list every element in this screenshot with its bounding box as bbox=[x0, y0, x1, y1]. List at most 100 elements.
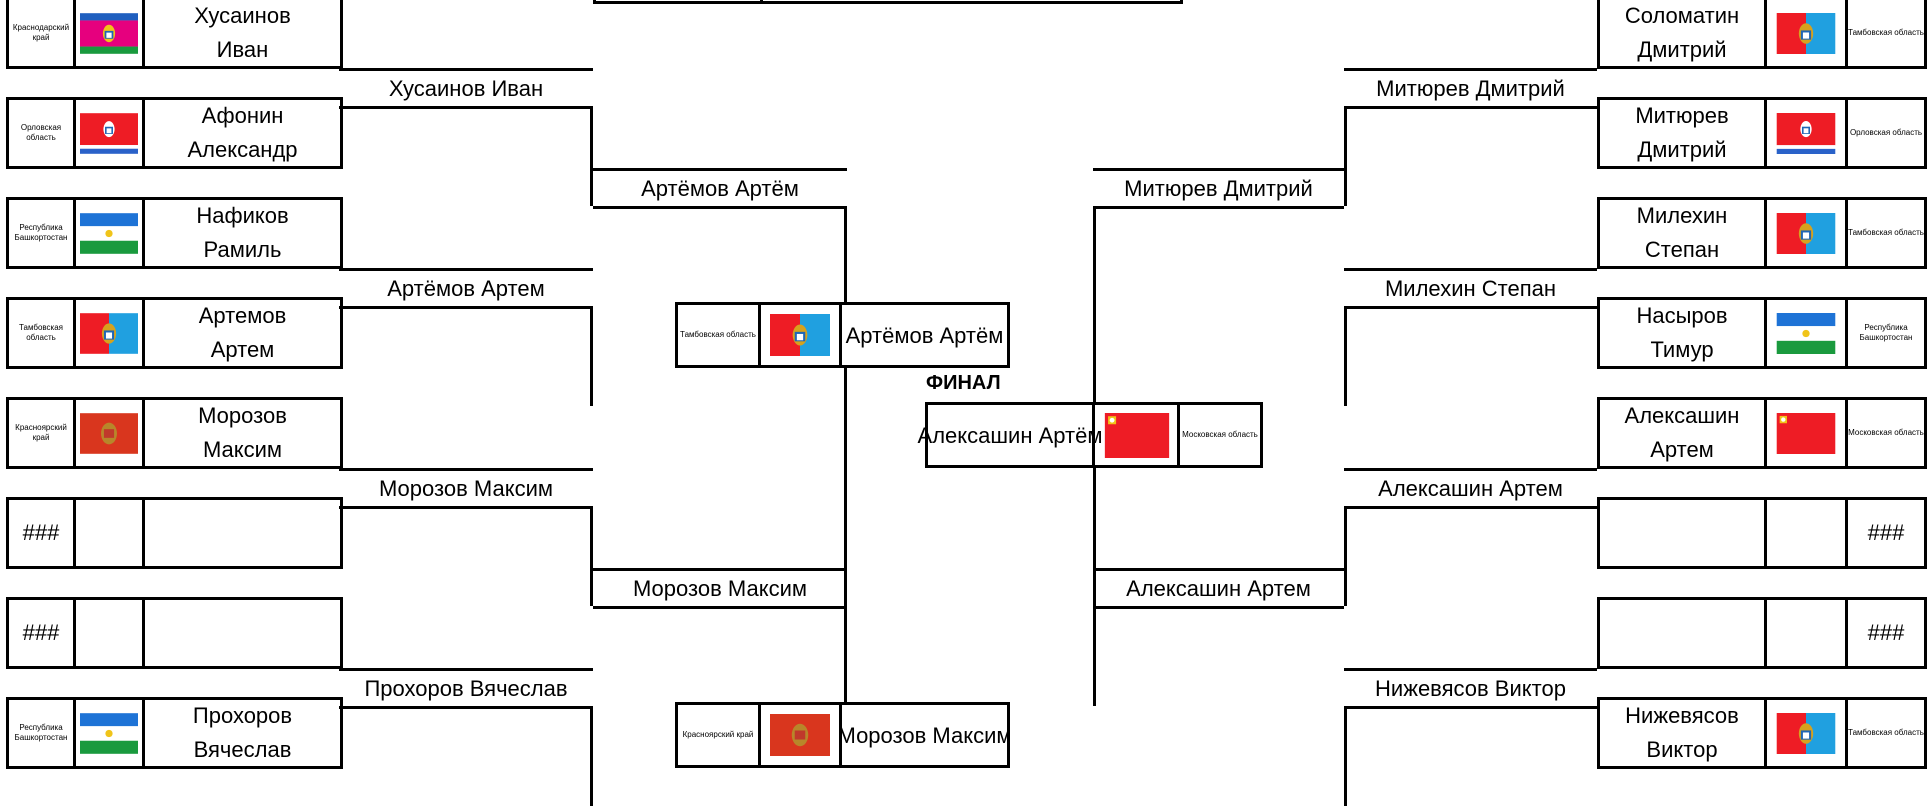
bracket-line bbox=[1344, 468, 1597, 471]
player-last-name bbox=[145, 632, 340, 666]
player-last-name: Максим bbox=[202, 436, 283, 462]
player-name-cell bbox=[1597, 297, 1767, 369]
player-name-cell bbox=[1597, 697, 1767, 769]
player-last-name: Дмитрий bbox=[1637, 36, 1727, 62]
region-label: Тамбовская область bbox=[1848, 28, 1924, 37]
tambov-flag bbox=[770, 314, 830, 356]
region-label: Республика Башкортостан bbox=[14, 223, 68, 242]
top-partial-box bbox=[593, 0, 1183, 4]
player-first-name: Хусаинов bbox=[194, 2, 291, 28]
bracket-line bbox=[590, 506, 593, 606]
bracket-line bbox=[1093, 168, 1344, 171]
champion-name: Алексашин Артём bbox=[917, 422, 1103, 448]
round3-winner-left: Морозов Максим bbox=[632, 575, 807, 601]
player-first-name: Афонин bbox=[201, 102, 284, 128]
player-first-name: Нижевясов bbox=[1625, 702, 1739, 728]
flag-cell bbox=[73, 597, 145, 669]
flag-cell bbox=[1764, 497, 1848, 569]
player-first-name bbox=[145, 498, 340, 532]
round2-winner-right: Алексашин Артем bbox=[1378, 475, 1563, 501]
bracket-line bbox=[844, 606, 847, 706]
bracket-line bbox=[1344, 306, 1347, 406]
bracket-line bbox=[1093, 206, 1344, 209]
bracket-line bbox=[339, 68, 593, 71]
player-last-name: Степан bbox=[1644, 236, 1720, 262]
player-last-name bbox=[1600, 532, 1764, 566]
player-name-cell bbox=[142, 497, 343, 569]
player-name-cell bbox=[1597, 397, 1767, 469]
player-name-cell bbox=[142, 297, 343, 369]
region-cell bbox=[6, 97, 76, 169]
player-first-name: Нафиков bbox=[196, 202, 289, 228]
player-first-name: Морозов bbox=[198, 402, 287, 428]
top-partial-divider bbox=[760, 0, 763, 4]
round2-winner-left: Артёмов Артем bbox=[387, 275, 545, 301]
bracket-line bbox=[593, 568, 847, 571]
bracket-line bbox=[339, 468, 593, 471]
player-last-name bbox=[145, 532, 340, 566]
final-title: ФИНАЛ bbox=[926, 372, 1001, 394]
moscow-oblast-flag bbox=[1104, 413, 1170, 458]
champion-name-cell bbox=[925, 402, 1095, 468]
region-label: ### bbox=[22, 520, 60, 545]
player-last-name: Вячеслав bbox=[193, 736, 292, 762]
player-last-name: Виктор bbox=[1646, 736, 1718, 762]
player-name-cell bbox=[1597, 497, 1767, 569]
player-last-name: Дмитрий bbox=[1637, 136, 1727, 162]
round2-winner-right: Митюрев Дмитрий bbox=[1376, 75, 1565, 101]
bracket-line bbox=[1093, 568, 1344, 571]
krasnoyarsk-flag bbox=[770, 714, 830, 756]
tambov-flag bbox=[1776, 12, 1836, 54]
region-cell bbox=[1845, 397, 1927, 469]
region-label: ### bbox=[22, 620, 60, 645]
region-cell bbox=[6, 597, 76, 669]
bracket-line bbox=[1344, 706, 1347, 806]
bracket-line bbox=[1344, 668, 1597, 671]
bracket-line bbox=[339, 668, 593, 671]
player-first-name: Прохоров bbox=[192, 702, 293, 728]
bracket-line bbox=[339, 306, 593, 309]
player-first-name bbox=[1600, 598, 1764, 632]
bracket-line bbox=[1344, 106, 1597, 109]
bracket-line bbox=[1344, 306, 1597, 309]
round3-winner-right: Алексашин Артем bbox=[1126, 575, 1311, 601]
region-label: Московская область bbox=[1848, 428, 1924, 437]
player-name-cell bbox=[142, 97, 343, 169]
bashkortostan-flag bbox=[80, 712, 138, 754]
round2-winner-left: Прохоров Вячеслав bbox=[364, 675, 568, 701]
semifinal-connector-left bbox=[844, 206, 847, 606]
player-last-name: Артем bbox=[210, 336, 275, 362]
region-label: Тамбовская область bbox=[18, 323, 64, 342]
krasnoyarsk-flag bbox=[80, 412, 138, 454]
player-first-name: Артемов bbox=[198, 302, 287, 328]
bracket-line bbox=[590, 106, 593, 206]
player-first-name bbox=[1600, 498, 1764, 532]
player-first-name: Соломатин bbox=[1624, 2, 1740, 28]
player-name-cell bbox=[1597, 197, 1767, 269]
player-name-cell bbox=[1597, 597, 1767, 669]
round2-winner-left: Хусаинов Иван bbox=[388, 75, 544, 101]
region-label: Орловская область bbox=[20, 123, 62, 142]
moscow-oblast-flag bbox=[1776, 412, 1836, 454]
finalist-name-cell bbox=[839, 302, 1010, 368]
bracket-line bbox=[339, 706, 593, 709]
region-label: Красноярский край bbox=[682, 730, 754, 739]
bracket-line bbox=[339, 106, 593, 109]
bracket-line bbox=[593, 206, 847, 209]
player-name-cell bbox=[142, 697, 343, 769]
region-cell bbox=[1845, 597, 1927, 669]
player-name-cell bbox=[142, 397, 343, 469]
player-name-cell bbox=[142, 197, 343, 269]
player-first-name: Митюрев bbox=[1635, 102, 1729, 128]
player-last-name: Александр bbox=[187, 136, 298, 162]
player-last-name: Тимур bbox=[1650, 336, 1714, 362]
bracket-line bbox=[339, 506, 593, 509]
bracket-line bbox=[590, 306, 593, 406]
round3-winner-left: Артёмов Артём bbox=[641, 175, 799, 201]
third-place-name-cell bbox=[839, 702, 1010, 768]
tambov-flag bbox=[1776, 212, 1836, 254]
region-cell bbox=[6, 497, 76, 569]
round2-winner-right: Нижевясов Виктор bbox=[1375, 675, 1566, 701]
bracket-line bbox=[1344, 506, 1597, 509]
player-first-name: Насыров bbox=[1636, 302, 1728, 328]
